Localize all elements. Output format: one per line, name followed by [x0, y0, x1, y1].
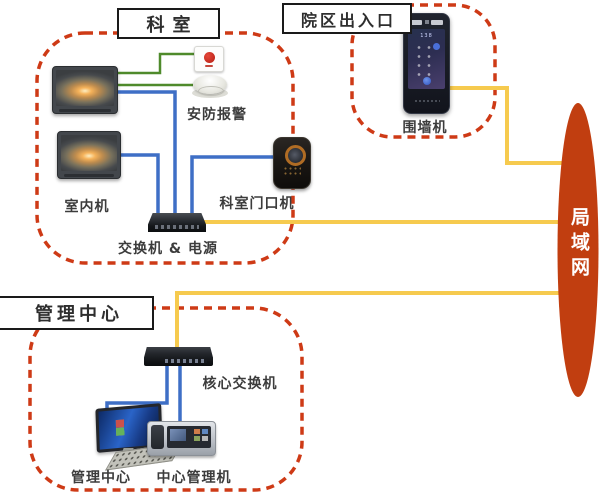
entrance-section-title: 院区出入口 [282, 3, 412, 34]
core-switch-label: 核心交换机 [202, 376, 278, 392]
pc-screen-tiles [115, 418, 134, 437]
core-switch-device [144, 347, 213, 366]
terminal-camera-icon [424, 20, 429, 24]
wire-monitor-to-button [118, 52, 195, 75]
wire-coreswitch-to-lan [175, 291, 562, 348]
terminal-screen: 138 [408, 29, 445, 89]
terminal-keypad-dots [414, 43, 434, 79]
terminal-sensor-strip-right [431, 20, 443, 25]
department-section-title: 科室 [117, 8, 220, 39]
wire-doorstation-to-switch [190, 155, 273, 216]
wire-monitor1-to-switch [118, 90, 177, 216]
core-switch-ports [164, 359, 208, 363]
emergency-button-device [194, 46, 224, 72]
door-station-keypad-dots [283, 166, 301, 176]
master-console-label: 中心管理机 [156, 470, 232, 486]
indoor-monitor-1-screen [56, 70, 114, 106]
master-console-device [147, 421, 216, 456]
indoor-monitor-1 [52, 66, 118, 114]
emergency-button-icon [203, 52, 215, 63]
management-section-title: 管理中心 [0, 296, 154, 330]
door-station-camera-icon [284, 145, 306, 166]
door-station-device [273, 137, 311, 189]
smoke-detector-rim [198, 86, 224, 96]
lan-label: 局域网 [568, 207, 590, 282]
lan-ellipse [557, 103, 599, 397]
terminal-home-icon [422, 77, 431, 85]
department-switch-device [148, 213, 206, 232]
indoor-monitor-2-screen [61, 135, 117, 171]
console-handset [151, 425, 164, 449]
management-pc-label: 管理中心 [71, 470, 131, 486]
department-switch-ports [154, 225, 200, 229]
wall-station-label: 围墙机 [402, 120, 448, 136]
smoke-detector-device [192, 75, 228, 98]
indoor-unit-label: 室内机 [64, 199, 110, 215]
security-alarm-label: 安防报警 [187, 107, 247, 123]
department-switch-label: 交换机 & 电源 [118, 241, 218, 257]
indoor-monitor-2 [57, 131, 121, 179]
department-group-border [35, 31, 295, 265]
wire-monitor2-to-switch [121, 153, 160, 216]
door-station-label: 科室门口机 [219, 196, 295, 212]
emergency-button-slot [205, 65, 213, 67]
terminal-screen-number: 138 [420, 33, 433, 39]
console-screen [167, 426, 211, 448]
terminal-sensor-strip-left [410, 20, 422, 25]
terminal-call-icon [433, 43, 440, 50]
management-group-border [28, 306, 304, 492]
terminal-speaker-grille [413, 99, 440, 103]
wire-terminal-to-lan [447, 86, 562, 165]
entrance-group-border [350, 3, 497, 139]
